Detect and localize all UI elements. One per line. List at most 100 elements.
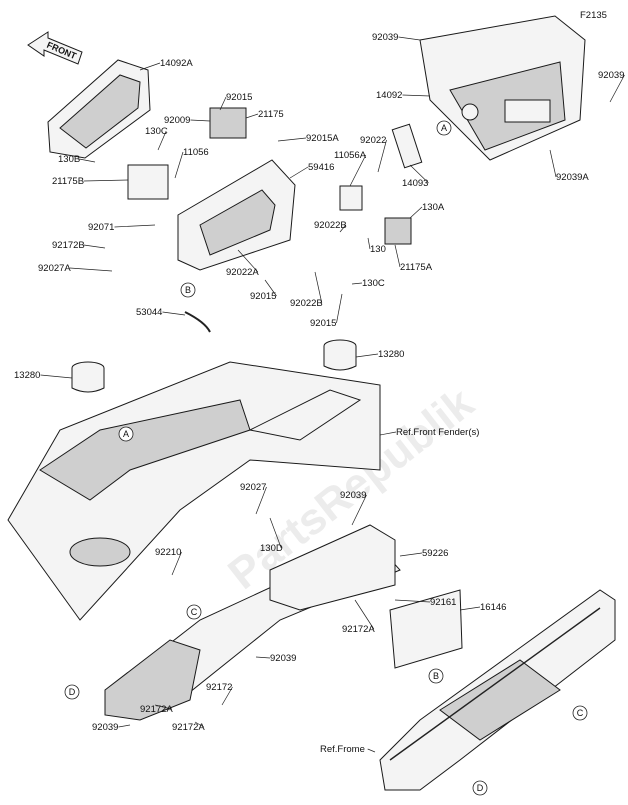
part-label[interactable]: 16146 bbox=[480, 602, 506, 613]
part-label[interactable]: 92015 bbox=[310, 318, 336, 329]
leader-line bbox=[394, 244, 401, 268]
frame-structure bbox=[379, 589, 616, 791]
part-label[interactable]: 92027 bbox=[240, 482, 266, 493]
part-label[interactable]: 59416 bbox=[308, 162, 334, 173]
part-label[interactable]: 130 bbox=[370, 244, 386, 255]
part-label[interactable]: 92172A bbox=[172, 722, 205, 733]
leader-line bbox=[402, 94, 431, 97]
leader-line bbox=[289, 166, 309, 179]
part-label[interactable]: 92172A bbox=[140, 704, 173, 715]
leader-line bbox=[154, 704, 172, 710]
leader-line bbox=[171, 551, 182, 576]
part-label[interactable]: 92172A bbox=[342, 624, 375, 635]
leader-line bbox=[409, 206, 423, 219]
part-11056a bbox=[339, 185, 363, 211]
part-label[interactable]: 130A bbox=[422, 202, 445, 213]
leader-line bbox=[269, 517, 282, 549]
part-label[interactable]: 92071 bbox=[88, 222, 114, 233]
part-label[interactable]: 53044 bbox=[136, 307, 162, 318]
part-label[interactable]: 92039 bbox=[340, 490, 366, 501]
leader-line bbox=[398, 36, 421, 41]
part-label[interactable]: 21175A bbox=[400, 262, 433, 273]
leader-line bbox=[355, 353, 379, 358]
hose-53044 bbox=[184, 311, 211, 333]
part-label[interactable]: 92022A bbox=[226, 267, 259, 278]
part-label[interactable]: 92015 bbox=[226, 92, 252, 103]
callout-letter: D bbox=[477, 783, 484, 793]
leader-line bbox=[162, 311, 186, 316]
part-label[interactable]: 92039 bbox=[598, 70, 624, 81]
leader-line bbox=[367, 748, 376, 753]
leader-line bbox=[114, 224, 156, 228]
part-label[interactable]: 13280 bbox=[378, 349, 404, 360]
part-label[interactable]: 92172B bbox=[52, 240, 85, 251]
part-label[interactable]: 14093 bbox=[402, 178, 428, 189]
leader-line bbox=[255, 656, 271, 659]
part-label[interactable]: 92210 bbox=[155, 547, 181, 558]
part-label[interactable]: 130D bbox=[260, 543, 283, 554]
part-label[interactable]: 92022 bbox=[360, 135, 386, 146]
callout-marker: C bbox=[572, 705, 588, 721]
leader-line bbox=[190, 119, 211, 122]
callout-marker: B bbox=[180, 282, 196, 298]
callout-marker: C bbox=[186, 604, 202, 620]
leader-line bbox=[221, 686, 233, 706]
part-14093 bbox=[391, 123, 423, 169]
part-label[interactable]: 92161 bbox=[430, 597, 456, 608]
part-label[interactable]: 92009 bbox=[164, 115, 190, 126]
part-label[interactable]: Ref.Front Fender(s) bbox=[396, 427, 479, 438]
cover-panel-14092a bbox=[47, 59, 151, 159]
callout-letter: C bbox=[577, 708, 584, 718]
leader-line bbox=[351, 282, 363, 285]
part-label[interactable]: 130C bbox=[145, 126, 168, 137]
part-label[interactable]: 13280 bbox=[14, 370, 40, 381]
part-label[interactable]: 92039 bbox=[270, 653, 296, 664]
part-label[interactable]: 92027A bbox=[38, 263, 71, 274]
part-label[interactable]: 21175B bbox=[52, 176, 84, 187]
leader-line bbox=[139, 62, 161, 71]
part-21175a bbox=[384, 217, 412, 245]
part-label[interactable]: 92015A bbox=[306, 133, 339, 144]
leader-line bbox=[314, 271, 323, 304]
part-label[interactable]: 11056A bbox=[334, 150, 367, 161]
leader-line bbox=[336, 293, 343, 324]
leader-line bbox=[459, 606, 481, 611]
leader-line bbox=[174, 151, 184, 179]
part-label[interactable]: 92039A bbox=[556, 172, 589, 183]
part-label[interactable]: 21175 bbox=[258, 109, 284, 120]
callout-letter: C bbox=[191, 607, 198, 617]
callout-letter: D bbox=[69, 687, 76, 697]
leader-line bbox=[83, 244, 106, 249]
leader-line bbox=[255, 486, 267, 515]
callout-marker: A bbox=[118, 426, 134, 442]
part-label[interactable]: 14092 bbox=[376, 90, 402, 101]
figure-code: F2135 bbox=[580, 10, 607, 21]
part-label[interactable]: 59226 bbox=[422, 548, 448, 559]
dashboard bbox=[7, 361, 381, 621]
part-label[interactable]: 92022B bbox=[314, 220, 347, 231]
cup-holder-right bbox=[323, 339, 357, 371]
part-21175b bbox=[127, 164, 169, 200]
meter-cover bbox=[419, 15, 586, 161]
part-label[interactable]: 130C bbox=[362, 278, 385, 289]
part-label[interactable]: 14092A bbox=[160, 58, 193, 69]
part-label[interactable]: 92039 bbox=[372, 32, 398, 43]
meter-bracket bbox=[177, 159, 296, 271]
lower-dash-panel bbox=[104, 524, 401, 721]
glove-box-16146 bbox=[389, 589, 463, 669]
part-label[interactable]: 11056 bbox=[183, 147, 209, 158]
leader-line bbox=[219, 96, 227, 111]
part-label[interactable]: 130B bbox=[58, 154, 80, 165]
front-label: FRONT bbox=[45, 40, 78, 62]
part-label[interactable]: 92022B bbox=[290, 298, 323, 309]
front-arrow-icon: FRONT bbox=[27, 31, 83, 65]
part-label[interactable]: 92039 bbox=[92, 722, 118, 733]
leader-line bbox=[394, 599, 431, 603]
part-label[interactable]: 92172 bbox=[206, 682, 232, 693]
callout-marker: A bbox=[436, 120, 452, 136]
part-label[interactable]: 92015 bbox=[250, 291, 276, 302]
leader-line bbox=[79, 158, 96, 163]
part-label[interactable]: Ref.Frome bbox=[320, 744, 365, 755]
cup-holder-left bbox=[71, 361, 105, 393]
